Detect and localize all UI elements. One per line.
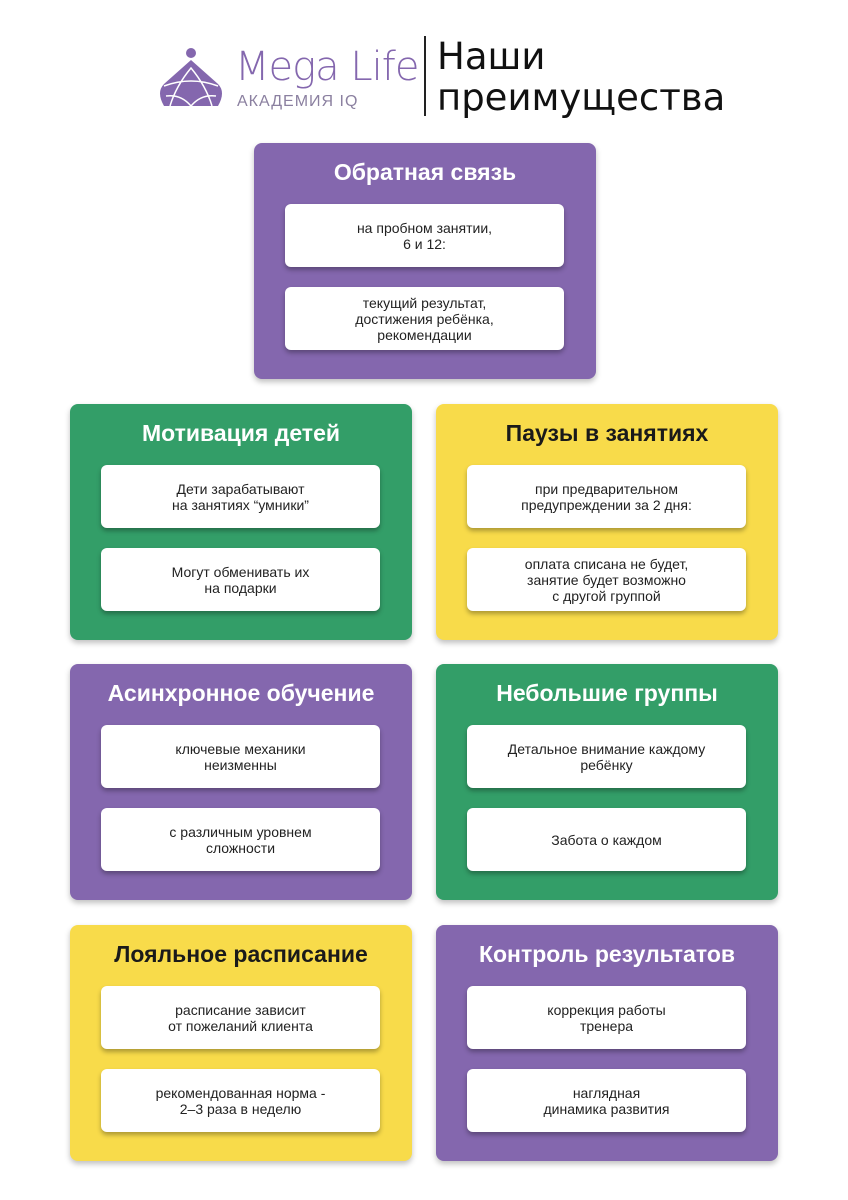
card-item: Могут обменивать их на подарки xyxy=(101,548,380,611)
page-title-line1: Наши xyxy=(437,35,546,78)
card-item: расписание зависит от пожеланий клиента xyxy=(101,986,380,1049)
card-item: при предварительном предупреждении за 2 … xyxy=(467,465,746,528)
card-item: Детальное внимание каждому ребёнку xyxy=(467,725,746,788)
card-motivation: Мотивация детей Дети зарабатывают на зан… xyxy=(70,404,412,640)
card-item: оплата списана не будет, занятие будет в… xyxy=(467,548,746,611)
card-item: коррекция работы тренера xyxy=(467,986,746,1049)
card-title: Асинхронное обучение xyxy=(107,680,375,706)
card-item: текущий результат, достижения ребёнка, р… xyxy=(285,287,564,350)
card-item: с различным уровнем сложности xyxy=(101,808,380,871)
card-async-learning: Асинхронное обучение ключевые механики н… xyxy=(70,664,412,900)
card-title: Паузы в занятиях xyxy=(505,420,709,446)
card-title: Мотивация детей xyxy=(141,420,341,446)
card-title: Небольшие группы xyxy=(496,680,718,706)
card-item: наглядная динамика развития xyxy=(467,1069,746,1132)
card-item: Дети зарабатывают на занятиях “умники” xyxy=(101,465,380,528)
megalife-logo-icon xyxy=(160,48,222,107)
card-item: на пробном занятии, 6 и 12: xyxy=(285,204,564,267)
card-item: ключевые механики неизменны xyxy=(101,725,380,788)
page-title: Наши преимущества xyxy=(437,36,725,118)
card-schedule: Лояльное расписание расписание зависит о… xyxy=(70,925,412,1161)
brand-subtitle: АКАДЕМИЯ IQ xyxy=(237,93,359,110)
card-small-groups: Небольшие группы Детальное внимание кажд… xyxy=(436,664,778,900)
card-feedback: Обратная связь на пробном занятии, 6 и 1… xyxy=(254,143,596,379)
brand-name: Mega Life xyxy=(235,44,419,90)
card-title: Контроль результатов xyxy=(478,941,736,967)
card-pauses: Паузы в занятиях при предварительном пре… xyxy=(436,404,778,640)
card-title: Лояльное расписание xyxy=(114,941,368,967)
card-item: рекомендованная норма - 2–3 раза в недел… xyxy=(101,1069,380,1132)
card-item: Забота о каждом xyxy=(467,808,746,871)
card-title: Обратная связь xyxy=(333,159,517,185)
header-divider xyxy=(424,36,426,116)
card-results-control: Контроль результатов коррекция работы тр… xyxy=(436,925,778,1161)
page-title-line2: преимущества xyxy=(437,76,726,119)
